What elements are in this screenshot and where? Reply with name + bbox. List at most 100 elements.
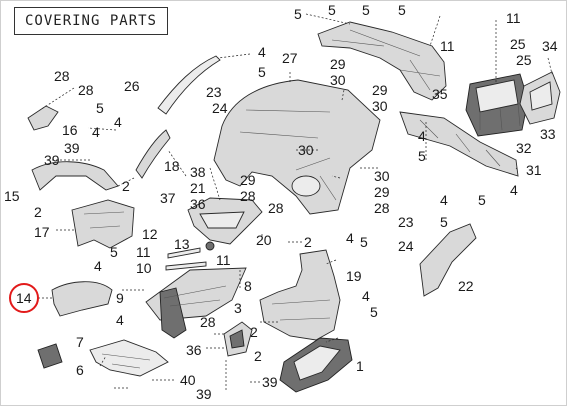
callout-label: 18 <box>164 158 180 174</box>
callout-label: 24 <box>212 100 228 116</box>
callout-label: 4 <box>440 192 448 208</box>
callout-label: 5 <box>258 64 266 80</box>
callout-label: 33 <box>540 126 556 142</box>
callout-label: 30 <box>374 168 390 184</box>
callout-label: 22 <box>458 278 474 294</box>
callout-label: 2 <box>254 348 262 364</box>
callout-label: 15 <box>4 188 20 204</box>
callout-label: 11 <box>136 244 151 260</box>
callout-label: 5 <box>440 214 448 230</box>
callout-label: 36 <box>190 196 206 212</box>
rear-fender-part <box>213 79 381 215</box>
callout-label: 29 <box>330 56 346 72</box>
callout-label: 5 <box>328 2 336 18</box>
callout-label: 20 <box>256 232 272 248</box>
callout-label: 31 <box>526 162 542 178</box>
callout-label: 4 <box>94 258 102 274</box>
rear-rack-part <box>317 21 447 101</box>
side-trim-part <box>135 129 171 179</box>
callout-label: 2 <box>122 178 130 194</box>
callout-label: 39 <box>64 140 80 156</box>
callout-label: 39 <box>196 386 212 402</box>
callout-label: 4 <box>510 182 518 198</box>
callout-label: 10 <box>136 260 152 276</box>
callout-label: 5 <box>478 192 486 208</box>
callout-label: 2 <box>34 204 42 220</box>
callout-label: 11 <box>216 252 231 268</box>
callout-label: 26 <box>124 78 140 94</box>
callout-label: 28 <box>54 68 70 84</box>
callout-label: 32 <box>516 140 532 156</box>
callout-label: 4 <box>362 288 370 304</box>
callout-label: 5 <box>110 244 118 260</box>
callout-label: 29 <box>372 82 388 98</box>
floor-panel-part <box>145 267 247 339</box>
callout-label: 2 <box>304 234 312 250</box>
left-fender-part <box>71 199 135 249</box>
callout-label: 23 <box>206 84 222 100</box>
callout-label: 4 <box>116 312 124 328</box>
callout-label: 28 <box>78 82 94 98</box>
leader-lines <box>38 13 553 390</box>
callout-label: 28 <box>268 200 284 216</box>
callout-label: 5 <box>96 100 104 116</box>
callout-label: 4 <box>258 44 266 60</box>
mudguard-part <box>51 281 113 317</box>
callout-label: 30 <box>298 142 314 158</box>
callout-label: 30 <box>330 72 346 88</box>
callout-label: 4 <box>92 124 100 140</box>
callout-label: 11 <box>506 10 521 26</box>
rear-rail-part <box>157 55 221 115</box>
callout-label: 6 <box>76 362 84 378</box>
callout-label: 25 <box>516 52 532 68</box>
highlight-ring <box>9 283 39 313</box>
callout-label: 5 <box>294 6 302 22</box>
callout-label: 3 <box>234 300 242 316</box>
callout-label: 9 <box>116 290 124 306</box>
callout-label: 37 <box>160 190 176 206</box>
callout-label: 5 <box>362 2 370 18</box>
callout-labels: 5 5 5 5 11 34 4 5 27 29 30 11 25 25 28 2… <box>4 2 558 402</box>
front-left-fender-part <box>31 161 119 191</box>
callout-label: 11 <box>440 38 455 54</box>
callout-label: 21 <box>190 180 206 196</box>
callout-label: 16 <box>62 122 78 138</box>
lower-fender-part <box>279 337 353 393</box>
callout-label: 5 <box>360 234 368 250</box>
footwell-part <box>419 223 477 297</box>
callout-label: 40 <box>180 372 196 388</box>
callout-label: 36 <box>186 342 202 358</box>
callout-label: 5 <box>370 304 378 320</box>
callout-label: 29 <box>240 172 256 188</box>
callout-label: 23 <box>398 214 414 230</box>
callout-label: 4 <box>346 230 354 246</box>
callout-label: 17 <box>34 224 50 240</box>
callout-label: 35 <box>432 86 448 102</box>
storage-box-part <box>465 73 529 137</box>
callout-label: 19 <box>346 268 362 284</box>
callout-label: 14 <box>16 290 32 306</box>
callout-label: 7 <box>76 334 84 350</box>
callout-label: 27 <box>282 50 298 66</box>
front-logo-badge <box>37 343 63 369</box>
callout-label: 5 <box>398 2 406 18</box>
callout-label: 1 <box>356 358 364 374</box>
callout-label: 4 <box>418 128 426 144</box>
callout-label: 39 <box>262 374 278 390</box>
callout-label: 28 <box>200 314 216 330</box>
page-title: COVERING PARTS <box>14 7 168 35</box>
callout-label: 38 <box>190 164 206 180</box>
bracket-part <box>89 339 169 377</box>
front-panel-part <box>27 105 59 131</box>
right-fender-part <box>259 249 341 341</box>
callout-label: 8 <box>244 278 252 294</box>
callout-label: 5 <box>418 148 426 164</box>
side-rail-part <box>399 111 519 177</box>
callout-label: 39 <box>44 152 60 168</box>
callout-label: 29 <box>374 184 390 200</box>
seat-panel-part <box>223 321 253 357</box>
callout-label: 25 <box>510 36 526 52</box>
callout-label: 28 <box>240 188 256 204</box>
callout-label: 2 <box>250 324 258 340</box>
